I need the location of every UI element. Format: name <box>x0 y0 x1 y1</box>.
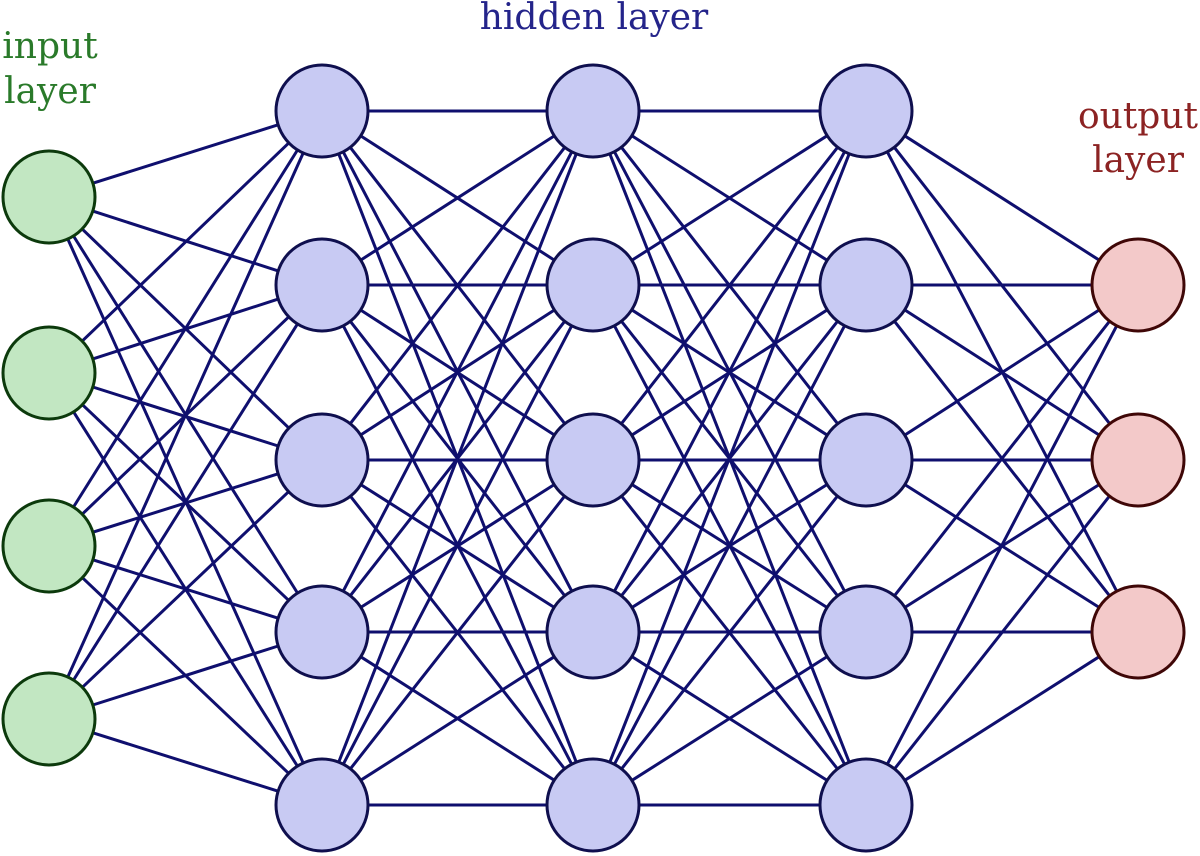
connection-input-1-to-hidden-1-1 <box>92 123 279 185</box>
connection-hidden-3-1-to-output-1 <box>903 134 1101 262</box>
hidden-node-hidden-3-5 <box>818 757 914 853</box>
neurons <box>1 63 1186 853</box>
input-node-input-3 <box>1 498 97 594</box>
hidden-node-hidden-1-2 <box>274 237 370 333</box>
connection-input-3-to-hidden-1-1 <box>72 149 299 508</box>
output-layer-label-line1: output <box>1078 96 1199 137</box>
connection-hidden-2-2-to-hidden-3-1 <box>630 134 829 262</box>
connection-hidden-1-5-to-hidden-2-1 <box>337 153 578 763</box>
connection-hidden-1-5-to-hidden-2-3 <box>349 495 566 770</box>
connection-hidden-3-5-to-output-3 <box>903 655 1101 782</box>
connection-hidden-2-5-to-hidden-3-2 <box>613 325 846 765</box>
hidden-node-hidden-2-2 <box>545 237 641 333</box>
connection-hidden-2-5-to-hidden-3-1 <box>608 153 851 763</box>
connection-hidden-1-5-to-hidden-2-2 <box>341 325 574 765</box>
output-node-output-3 <box>1090 584 1186 680</box>
hidden-node-hidden-2-4 <box>545 584 641 680</box>
connection-hidden-1-4-to-hidden-2-1 <box>341 151 574 592</box>
hidden-node-hidden-3-2 <box>818 237 914 333</box>
connection-input-4-to-hidden-1-2 <box>72 323 299 681</box>
connection-hidden-2-3-to-hidden-3-1 <box>620 146 839 425</box>
connection-input-4-to-hidden-1-4 <box>92 644 279 707</box>
output-layer-label-line2: layer <box>1092 140 1185 181</box>
connection-hidden-2-4-to-hidden-3-1 <box>613 151 846 592</box>
hidden-node-hidden-1-5 <box>274 757 370 853</box>
connection-input-4-to-hidden-1-1 <box>66 152 305 678</box>
hidden-node-hidden-3-3 <box>818 412 914 508</box>
connection-hidden-1-5-to-hidden-2-4 <box>359 655 556 782</box>
connection-input-4-to-hidden-1-5 <box>92 731 279 793</box>
connection-hidden-2-5-to-hidden-3-3 <box>620 495 839 770</box>
connection-hidden-1-3-to-hidden-2-1 <box>349 146 566 425</box>
input-node-input-4 <box>1 671 97 767</box>
hidden-node-hidden-1-4 <box>274 584 370 680</box>
hidden-node-hidden-1-3 <box>274 412 370 508</box>
connections <box>66 109 1119 807</box>
hidden-node-hidden-3-1 <box>818 63 914 159</box>
connection-hidden-3-3-to-output-1 <box>903 308 1101 437</box>
connection-input-2-to-hidden-1-1 <box>81 141 290 343</box>
connection-hidden-3-4-to-output-1 <box>893 320 1111 597</box>
connection-hidden-3-5-to-output-1 <box>885 325 1119 765</box>
input-node-input-1 <box>1 149 97 245</box>
output-node-output-2 <box>1090 412 1186 508</box>
hidden-node-hidden-2-1 <box>545 63 641 159</box>
hidden-node-hidden-2-5 <box>545 757 641 853</box>
hidden-node-hidden-1-1 <box>274 63 370 159</box>
connection-input-4-to-hidden-1-3 <box>81 490 290 689</box>
input-layer-label-line2: layer <box>4 71 97 112</box>
connection-hidden-3-5-to-output-2 <box>893 495 1111 770</box>
input-node-input-2 <box>1 325 97 421</box>
hidden-layer-label: hidden layer <box>480 0 709 38</box>
input-layer-label-line1: input <box>2 26 98 67</box>
output-node-output-1 <box>1090 237 1186 333</box>
hidden-node-hidden-3-4 <box>818 584 914 680</box>
connection-hidden-1-2-to-hidden-2-1 <box>359 134 556 262</box>
hidden-node-hidden-2-3 <box>545 412 641 508</box>
connection-hidden-2-5-to-hidden-3-4 <box>631 655 828 782</box>
